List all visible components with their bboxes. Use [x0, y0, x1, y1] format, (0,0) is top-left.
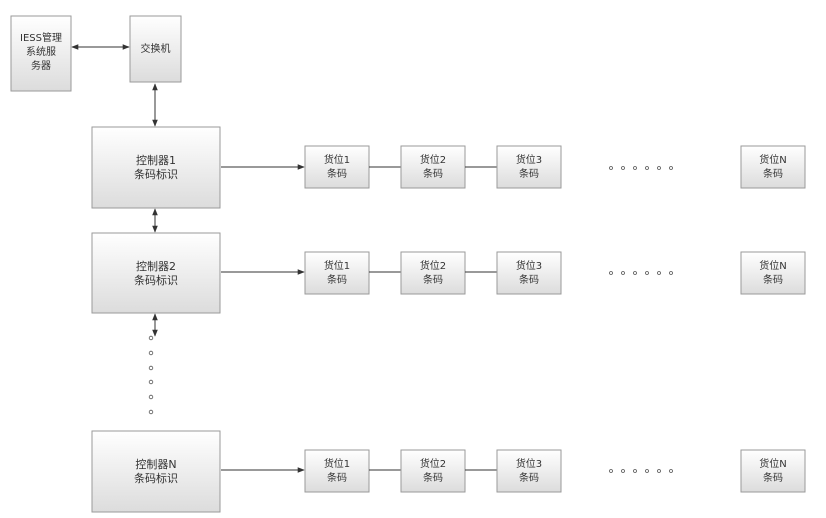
slot-n-label-line2: 条码 — [763, 167, 783, 180]
horizontal-ellipsis — [609, 469, 673, 473]
ellipsis-dot — [148, 409, 154, 415]
controller-row-n: 控制器N 条码标识 货位1 条码 货位2 条码 货位3 条码 货位N 条码 — [91, 430, 806, 513]
slot-n-box — [740, 449, 806, 493]
slot-1-box — [304, 251, 370, 295]
switch-label: 交换机 — [141, 42, 171, 55]
controller-2-label-line1: 控制器2 — [136, 259, 176, 273]
slot-n-label-line2: 条码 — [763, 273, 783, 286]
slot-1-label-line2: 条码 — [327, 273, 347, 286]
slot-2-label-line1: 货位2 — [420, 153, 446, 166]
slot-1-label-line2: 条码 — [327, 471, 347, 484]
slot-3-label-line1: 货位3 — [516, 457, 542, 470]
slot-n-label-line1: 货位N — [759, 457, 786, 470]
slot-3-label-line1: 货位3 — [516, 153, 542, 166]
controller-n-box — [91, 430, 221, 513]
slot-2-box — [400, 449, 466, 493]
slot-1-box — [304, 145, 370, 189]
controller-row-2: 控制器2 条码标识 货位1 条码 货位2 条码 货位3 条码 货位N 条码 — [91, 232, 806, 314]
horizontal-ellipsis — [609, 166, 673, 170]
vertical-ellipsis — [148, 335, 154, 415]
slot-n-box — [740, 145, 806, 189]
slot-1-label-line1: 货位1 — [324, 153, 350, 166]
server-label-line3: 务器 — [31, 59, 51, 72]
slot-2-box — [400, 145, 466, 189]
slot-n-label-line2: 条码 — [763, 471, 783, 484]
controller-n-label-line2: 条码标识 — [134, 471, 178, 485]
slot-1-label-line1: 货位1 — [324, 259, 350, 272]
horizontal-ellipsis — [609, 271, 673, 275]
controller-2-label-line2: 条码标识 — [134, 273, 178, 287]
slot-n-box — [740, 251, 806, 295]
slot-3-box — [496, 251, 562, 295]
server-label-line1: IESS管理 — [20, 31, 62, 44]
controller-2-box — [91, 232, 221, 314]
slot-2-label-line2: 条码 — [423, 273, 443, 286]
ellipsis-dot — [148, 365, 154, 371]
controller-1-label-line1: 控制器1 — [136, 153, 176, 167]
slot-3-label-line2: 条码 — [519, 471, 539, 484]
slot-1-box — [304, 449, 370, 493]
slot-3-label-line2: 条码 — [519, 167, 539, 180]
ellipsis-dot — [148, 379, 154, 385]
slot-1-label-line1: 货位1 — [324, 457, 350, 470]
controller-1-label-line2: 条码标识 — [134, 167, 178, 181]
slot-2-label-line1: 货位2 — [420, 457, 446, 470]
controller-row-1: 控制器1 条码标识 货位1 条码 货位2 条码 货位3 条码 货位N 条码 — [91, 126, 806, 209]
slot-1-label-line2: 条码 — [327, 167, 347, 180]
iess-server-node: IESS管理 系统服 务器 — [10, 15, 72, 92]
controller-1-box — [91, 126, 221, 209]
slot-2-label-line1: 货位2 — [420, 259, 446, 272]
controller-n-label-line1: 控制器N — [135, 457, 176, 471]
switch-node: 交换机 — [129, 15, 182, 83]
slot-3-box — [496, 449, 562, 493]
slot-3-label-line2: 条码 — [519, 273, 539, 286]
ellipsis-dot — [148, 394, 154, 400]
slot-2-label-line2: 条码 — [423, 167, 443, 180]
ellipsis-dot — [148, 335, 154, 341]
ellipsis-dot — [148, 350, 154, 356]
slot-3-box — [496, 145, 562, 189]
slot-n-label-line1: 货位N — [759, 153, 786, 166]
slot-3-label-line1: 货位3 — [516, 259, 542, 272]
slot-2-box — [400, 251, 466, 295]
slot-n-label-line1: 货位N — [759, 259, 786, 272]
server-label-line2: 系统服 — [26, 45, 56, 58]
slot-2-label-line2: 条码 — [423, 471, 443, 484]
